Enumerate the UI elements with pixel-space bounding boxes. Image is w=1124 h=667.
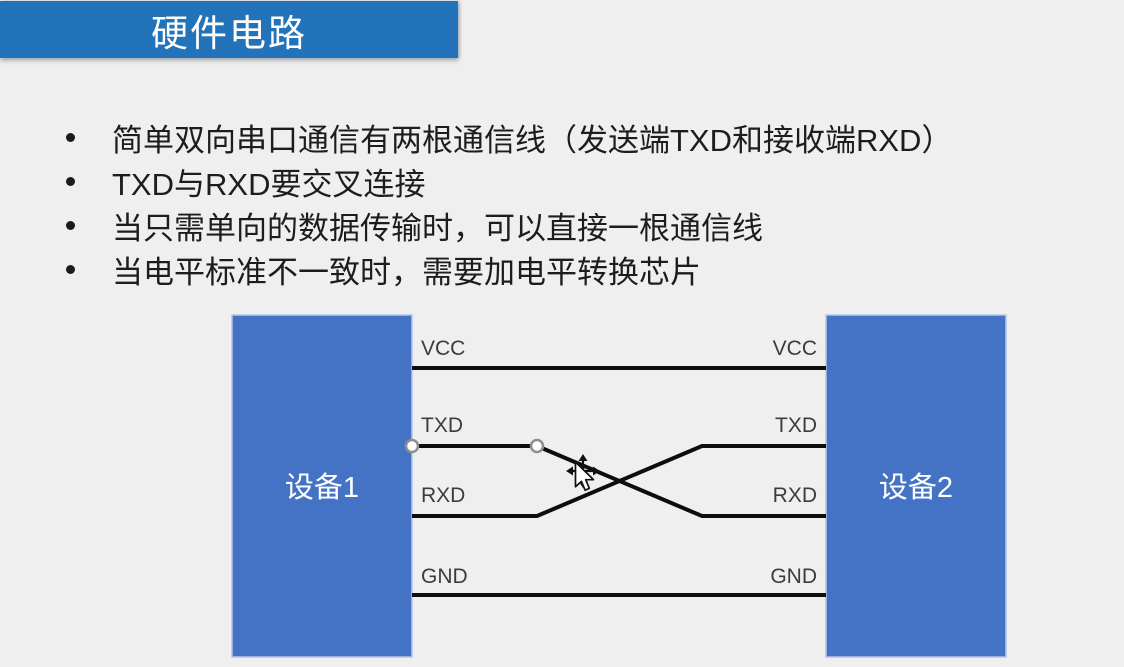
bullet-item: TXD与RXD要交叉连接 <box>66 159 952 203</box>
bullet-dot-icon <box>66 264 75 274</box>
device2-box <box>825 314 1007 658</box>
page-title: 硬件电路 <box>151 12 307 54</box>
bullet-dot-icon <box>66 132 75 142</box>
device1-box <box>231 314 413 658</box>
rxd1-to-txd2-cross-wire <box>412 444 826 518</box>
title-banner: 硬件电路 <box>0 1 458 58</box>
bullet-text: 简单双向串口通信有两根通信线（发送端TXD和接收端RXD） <box>112 122 953 158</box>
pin-label-left-rxd: RXD <box>421 484 465 507</box>
bullet-dot-icon <box>66 176 75 186</box>
bullet-text: 当只需单向的数据传输时，可以直接一根通信线 <box>112 210 763 246</box>
pin-label-right-gnd: GND <box>770 565 817 588</box>
pin-label-right-txd: TXD <box>775 414 817 437</box>
bullet-item: 当只需单向的数据传输时，可以直接一根通信线 <box>66 203 952 247</box>
pin-label-left-vcc: VCC <box>421 337 465 360</box>
move-cursor-icon <box>566 454 600 492</box>
bullet-text: 当电平标准不一致时，需要加电平转换芯片 <box>112 254 701 290</box>
pin-label-left-txd: TXD <box>421 414 463 437</box>
device2-label: 设备2 <box>879 471 953 504</box>
bullet-item: 简单双向串口通信有两根通信线（发送端TXD和接收端RXD） <box>66 115 952 159</box>
pin-label-right-rxd: RXD <box>773 484 817 507</box>
bullet-item: 当电平标准不一致时，需要加电平转换芯片 <box>66 247 952 291</box>
bullet-text: TXD与RXD要交叉连接 <box>112 166 426 202</box>
device1-label: 设备1 <box>285 471 359 504</box>
pin-label-right-vcc: VCC <box>773 337 817 360</box>
selection-handle[interactable] <box>529 438 545 454</box>
bullet-dot-icon <box>66 220 75 230</box>
bullet-list: 简单双向串口通信有两根通信线（发送端TXD和接收端RXD） TXD与RXD要交叉… <box>66 115 952 291</box>
txd1-to-rxd2-cross-wire <box>536 444 826 518</box>
pin-label-left-gnd: GND <box>421 565 468 588</box>
selection-handle[interactable] <box>404 438 420 454</box>
